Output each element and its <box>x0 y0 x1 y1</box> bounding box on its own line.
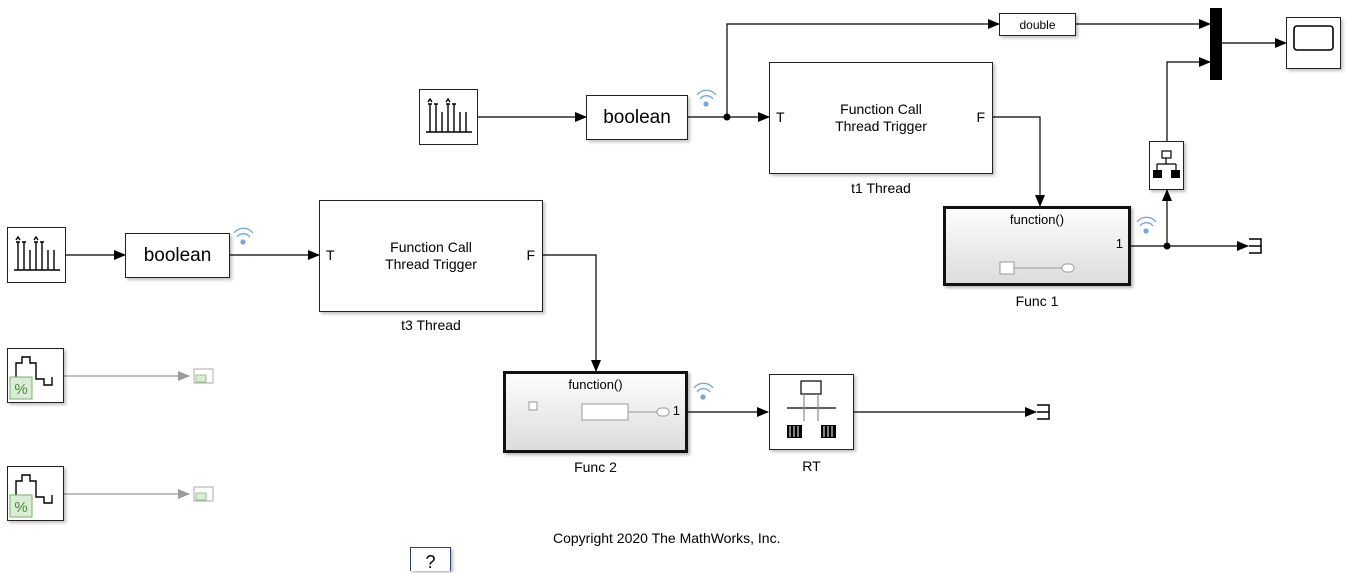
copyright-text: Copyright 2020 The MathWorks, Inc. <box>553 530 781 546</box>
trigger-title-line1: Function Call <box>390 239 472 255</box>
subsystem-out-port: 1 <box>1115 236 1123 251</box>
subsystem-label-func2[interactable]: Func 2 <box>574 459 617 475</box>
wire-bus-selector-to-mux[interactable] <box>1166 57 1211 141</box>
signal-builder-icon: % <box>9 356 53 400</box>
subsystem-title: function() <box>568 377 623 392</box>
scope-block[interactable] <box>1286 17 1341 69</box>
terminator-icon <box>193 368 214 384</box>
trigger-title-line2: Thread Trigger <box>835 118 927 134</box>
terminator-icon <box>193 486 214 502</box>
inner-model-icon <box>999 261 1075 275</box>
trigger-out-port: F <box>526 247 535 263</box>
broadcast-wireless-icon <box>696 89 717 107</box>
inactive-terminator-2[interactable] <box>190 484 216 504</box>
svg-text:%: % <box>14 499 27 516</box>
trigger-title-line1: Function Call <box>840 101 922 117</box>
scope-icon <box>1293 25 1334 51</box>
mux-icon[interactable] <box>1210 8 1222 80</box>
bus-selector-icon <box>1153 150 1180 178</box>
broadcast-wireless-icon <box>1136 216 1157 234</box>
function-call-thread-trigger-t1[interactable]: Function Call Thread Trigger T F <box>769 62 993 174</box>
help-button[interactable]: ? <box>410 547 451 572</box>
subsystem-title: function() <box>1009 212 1065 227</box>
rate-transition-label[interactable]: RT <box>802 458 821 474</box>
broadcast-wireless-icon <box>693 382 714 400</box>
function-subsystem-func2[interactable]: function() 1 <box>503 371 688 453</box>
broadcast-wireless-icon <box>233 227 254 245</box>
terminator-icon[interactable] <box>1037 404 1050 420</box>
signal-builder-block-2[interactable]: % <box>7 466 64 521</box>
trigger-label-t3[interactable]: t3 Thread <box>401 317 461 333</box>
rate-transition-icon <box>787 380 836 438</box>
wire-to-double[interactable] <box>726 19 1000 117</box>
trigger-in-port: T <box>326 247 335 263</box>
pulse-generator-icon <box>14 235 60 271</box>
boolean-convert-block-top[interactable]: boolean <box>586 95 688 140</box>
trigger-in-port: T <box>776 109 785 125</box>
terminator-icon[interactable] <box>1249 238 1262 254</box>
wire-t3-to-func2[interactable] <box>543 254 601 372</box>
data-type-conversion-double[interactable]: double <box>999 13 1076 36</box>
function-subsystem-func1[interactable]: function() 1 <box>943 206 1131 286</box>
wire-t1-to-func1[interactable] <box>993 116 1045 207</box>
trigger-out-port: F <box>976 109 985 125</box>
trigger-label-t1[interactable]: t1 Thread <box>851 180 911 196</box>
inactive-terminator-1[interactable] <box>190 366 216 386</box>
function-call-thread-trigger-t3[interactable]: Function Call Thread Trigger T F <box>319 200 543 312</box>
inner-model-icon <box>528 401 670 421</box>
pulse-generator-block-left[interactable] <box>7 227 66 283</box>
rate-transition-block[interactable] <box>769 374 854 450</box>
bus-selector-block[interactable] <box>1149 141 1184 190</box>
subsystem-label-func1[interactable]: Func 1 <box>1015 293 1059 309</box>
signal-builder-block-1[interactable]: % <box>7 348 64 403</box>
signal-builder-icon: % <box>9 474 53 518</box>
boolean-convert-block-left[interactable]: boolean <box>125 233 230 278</box>
pulse-generator-icon <box>426 97 472 133</box>
pulse-generator-block-top[interactable] <box>419 89 478 145</box>
trigger-title-line2: Thread Trigger <box>385 256 477 272</box>
subsystem-out-port: 1 <box>672 403 680 418</box>
svg-text:%: % <box>14 381 27 398</box>
